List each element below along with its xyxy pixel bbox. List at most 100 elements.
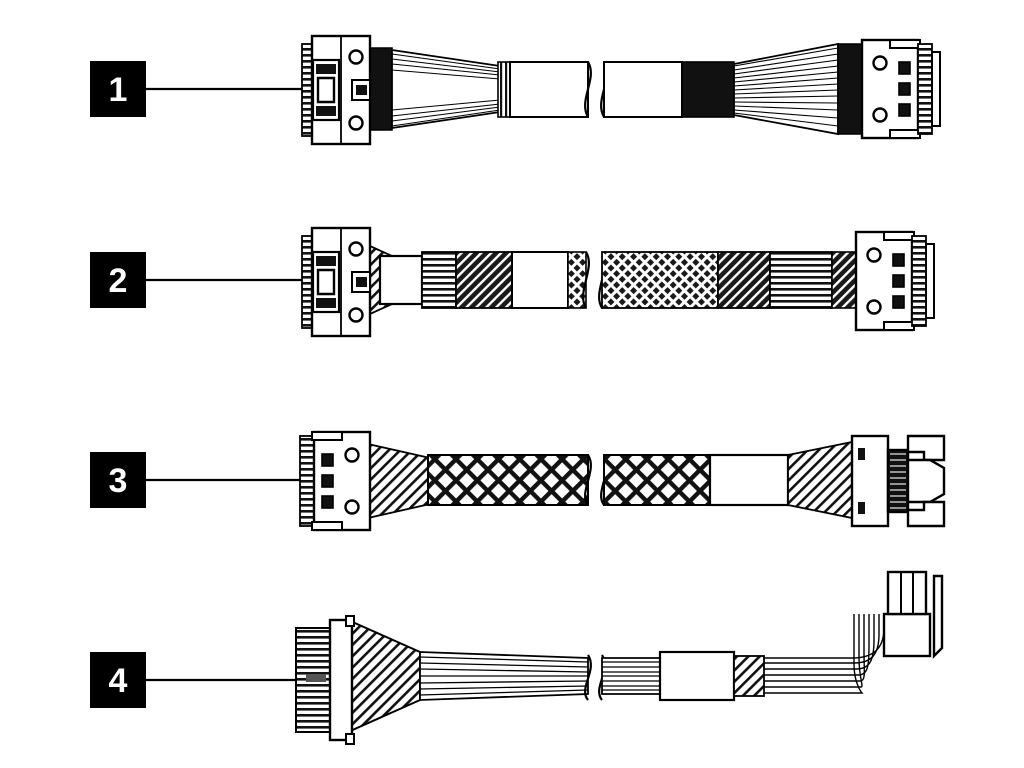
connector-4-right — [882, 570, 944, 659]
cable-2-hatch-band-1 — [455, 251, 513, 309]
cable-4-wire-4 — [764, 614, 870, 676]
cable-3-left-taper — [367, 442, 431, 520]
callout-number-4: 4 — [109, 662, 128, 700]
connector-4-left-key-slot — [306, 674, 326, 682]
cable-4-sleeve-block — [658, 650, 736, 702]
cable-2-hatch-band-2 — [717, 251, 771, 309]
cable-3-braid-band-2 — [603, 454, 711, 506]
cable-2-white-band — [511, 251, 569, 309]
cable-2-white-block — [378, 254, 424, 306]
connector-1-right-tab-top — [889, 39, 921, 49]
connector-3-right-contacts — [890, 453, 906, 509]
connector-3-left-ribs — [299, 435, 315, 527]
connector-3-left-screw-hole-bottom — [344, 499, 360, 515]
callout-number-1: 1 — [109, 71, 128, 109]
connector-1-left-ribs — [301, 43, 313, 137]
connector-1-right-end-cap — [931, 51, 941, 127]
callout-box-3 — [90, 452, 146, 508]
cable-assembly-3: 3 — [90, 430, 946, 532]
connector-3-left-tab-top — [311, 431, 343, 441]
connector-2-right-tab-top — [883, 231, 915, 241]
connector-1-left-latch-window — [316, 76, 336, 104]
cable-1-black-sleeve — [681, 61, 735, 118]
cable-4-wire-3 — [764, 614, 875, 670]
connector-4-left-tab-bottom — [345, 733, 355, 745]
callout-number-2: 2 — [109, 262, 128, 300]
connector-2-right — [854, 230, 935, 332]
connector-2-right-pin-slot-3 — [892, 295, 905, 309]
connector-1-left — [301, 34, 372, 146]
cable-body-3 — [367, 440, 853, 520]
cable-assembly-4: 4 — [90, 570, 944, 745]
connector-3-right-body — [850, 434, 890, 528]
connector-3-left — [299, 430, 372, 532]
connector-3-left-pin-slot-3 — [321, 495, 334, 509]
connector-3-right-contact-cavity — [886, 448, 910, 514]
callout-box-2 — [90, 252, 146, 308]
connector-1-right — [860, 38, 941, 140]
cable-4-ribbon-left-wires — [419, 656, 589, 696]
callout-number-3: 3 — [109, 462, 128, 500]
connector-3-right-notch-top — [858, 448, 865, 460]
connector-1-right-ribs — [917, 43, 933, 135]
connector-2-right-tab-bottom — [883, 321, 915, 331]
cable-4-wire-5 — [764, 614, 866, 682]
cable-3-braid-band-1 — [427, 454, 589, 506]
cable-3-right-taper — [787, 440, 853, 520]
cable-1-left-fan-wires — [391, 53, 501, 127]
cable-2-mesh-band — [601, 251, 719, 309]
connector-3-left-pin-slot-2 — [321, 474, 334, 488]
cable-body-4 — [347, 614, 885, 734]
connector-2-left — [301, 226, 372, 338]
connector-1-right-pin-slot-1 — [898, 61, 911, 75]
connector-4-left-flange — [328, 618, 354, 742]
connector-2-left-screw-hole-top — [348, 241, 364, 257]
cable-1-sleeve-left — [509, 61, 589, 118]
callout-badge-4: 4 — [90, 652, 146, 708]
connector-3-right-latch-wing-bottom — [906, 500, 946, 528]
connector-1-left-screw-hole-bottom — [348, 115, 364, 131]
connector-2-left-latch-window — [316, 268, 336, 296]
cable-4-wire-6 — [764, 614, 863, 688]
callout-box-1 — [90, 61, 146, 117]
connector-2-left-screw-hole-bottom — [348, 307, 364, 323]
connector-4-right-pin-tower — [886, 570, 928, 616]
cable-4-wire-7 — [764, 614, 864, 694]
connector-2-right-screw-hole-bottom — [866, 299, 882, 315]
cable-1-right-boot — [837, 43, 863, 135]
connector-3-left-tab-bottom — [311, 521, 343, 531]
cable-body-2 — [369, 244, 857, 316]
cable-2-hline-band-1 — [421, 251, 457, 309]
connector-4-left — [295, 615, 355, 745]
connector-1-right-pin-slot-3 — [898, 103, 911, 117]
connector-2-left-strain-relief-slot — [356, 277, 367, 287]
connector-2-right-pin-slot-1 — [892, 253, 905, 267]
cable-assembly-1: 1 — [90, 34, 941, 146]
cable-1-left-boot — [369, 47, 393, 131]
connector-1-right-pin-slot-2 — [898, 82, 911, 96]
callout-badge-3: 3 — [90, 452, 146, 508]
connector-2-left-latch-tab-top — [316, 256, 336, 266]
connector-4-right-housing — [882, 612, 932, 658]
connector-3-right-latch-wing-mid — [906, 458, 946, 504]
connector-3-right — [850, 434, 946, 528]
cable-2-hline-band-2 — [769, 251, 833, 309]
connector-1-right-screw-hole-top — [872, 55, 888, 71]
connector-1-left-latch-tab-top — [316, 64, 336, 74]
connector-3-left-screw-hole-top — [344, 447, 360, 463]
connector-1-left-strain-relief-slot — [356, 85, 367, 95]
callout-box-4 — [90, 652, 146, 708]
connector-2-right-pin-slot-2 — [892, 274, 905, 288]
connector-1-right-tab-bottom — [889, 129, 921, 139]
connector-3-left-pin-slot-1 — [321, 453, 334, 467]
cable-body-1 — [369, 42, 863, 136]
cable-assembly-2: 2 — [90, 226, 935, 338]
connector-3-right-notch-bottom — [858, 502, 865, 514]
connector-1-left-screw-hole-top — [348, 49, 364, 65]
cable-1-sleeve-right — [603, 61, 683, 118]
connector-1-right-screw-hole-bottom — [872, 107, 888, 123]
connector-2-right-ribs — [911, 235, 927, 327]
connector-1-left-latch-tab-bottom — [316, 106, 336, 116]
connector-4-right-latch-arm — [932, 574, 944, 659]
